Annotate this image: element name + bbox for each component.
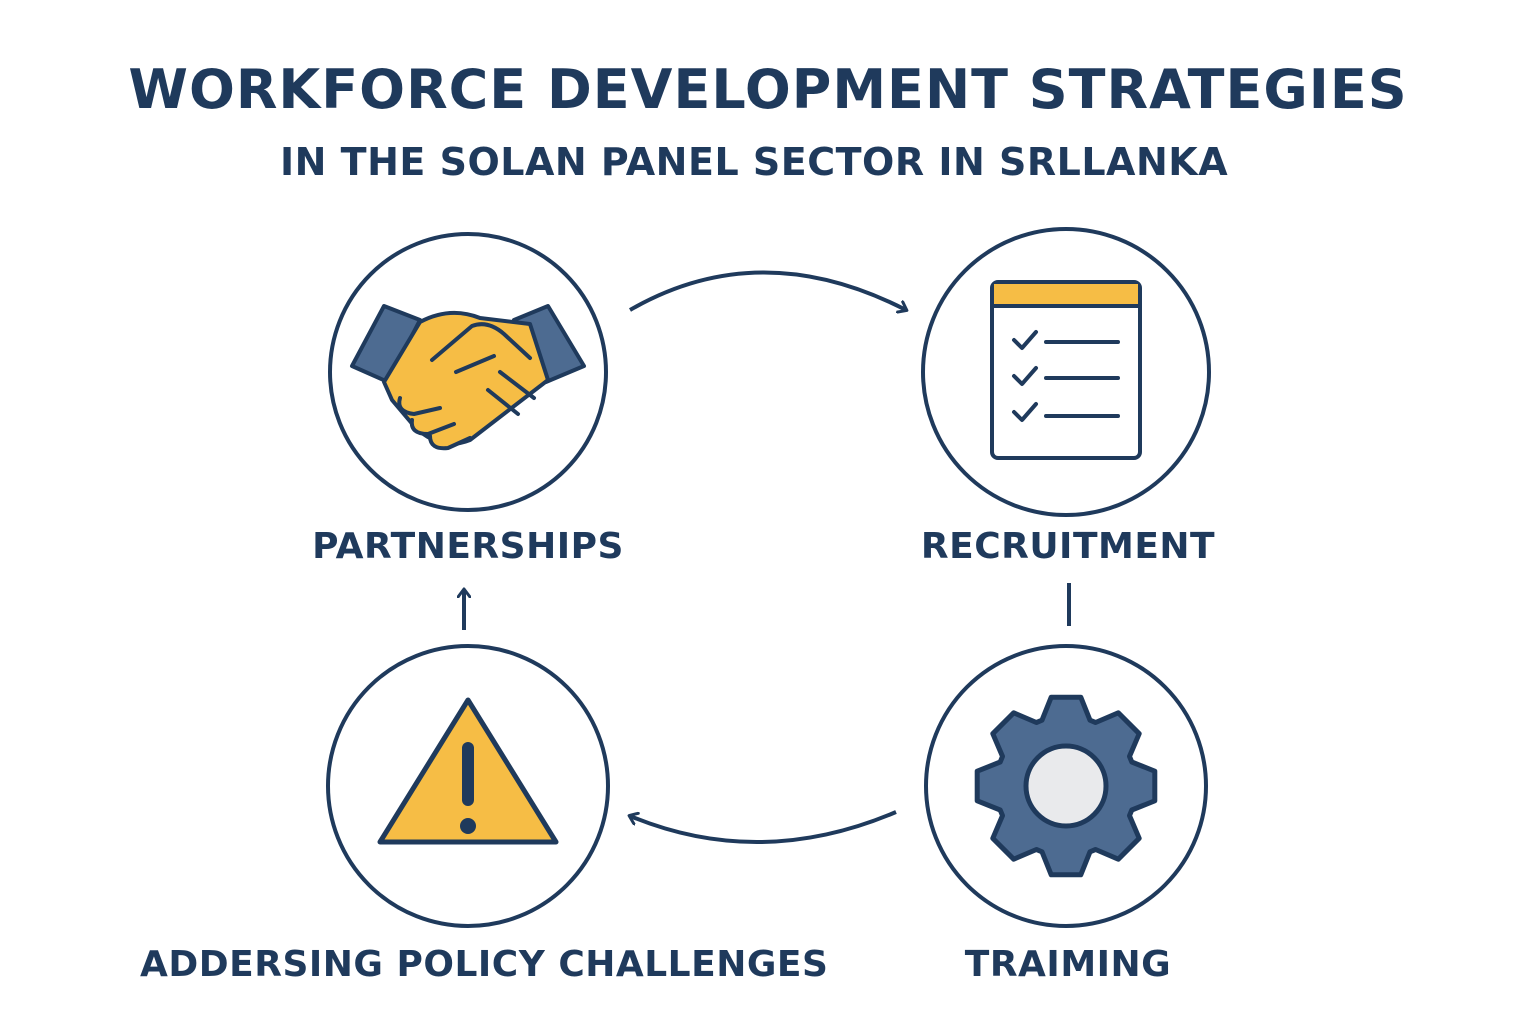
diagram-subtitle: IN THE SOLAN PANEL SECTOR IN SRLLANKA: [280, 140, 1229, 184]
arrow-partnerships-to-recruitment: [629, 270, 906, 311]
handshake-icon: [350, 304, 586, 451]
arrow-training-to-policy: [630, 810, 897, 845]
label-recruitment: RECRUITMENT: [920, 526, 1216, 567]
gear-hub: [1023, 743, 1109, 829]
checklist-icon: [990, 280, 1142, 460]
label-partnerships: PARTNERSHIPS: [312, 526, 624, 567]
warning-icon: [377, 697, 559, 845]
gear-icon: [974, 694, 1158, 878]
label-training: TRAIMING: [964, 944, 1172, 985]
diagram-title: WORKFORCE DEVELOPMENT STRATEGIES: [128, 58, 1408, 121]
label-policy: ADDERSING POLICY CHALLENGES: [140, 944, 829, 985]
